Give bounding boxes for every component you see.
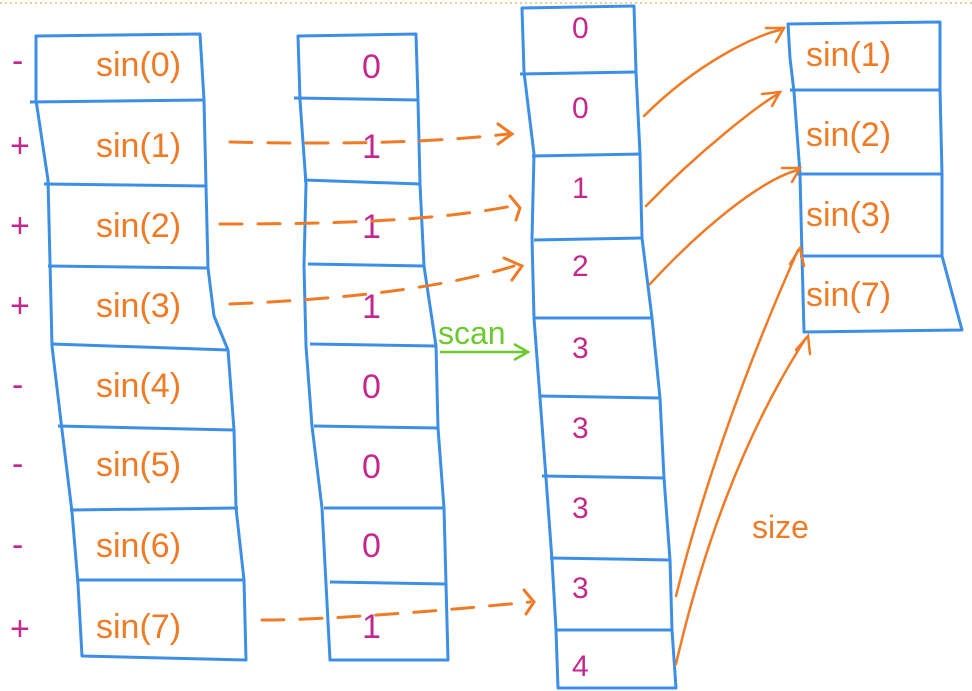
dashed-arrow-sin7: [260, 600, 532, 622]
flag-cell-7: 1: [362, 608, 381, 646]
flag-cell-6: 0: [362, 527, 381, 565]
output-cell-0: sin(1): [806, 36, 891, 74]
solid-arrow-to-out0-head: [764, 26, 787, 44]
sign-1: +: [10, 127, 30, 165]
flag-array-dividers: [293, 96, 447, 586]
input-array-dividers: [29, 98, 244, 582]
input-array-outline: [34, 32, 248, 662]
scan-cell-1: 0: [572, 92, 589, 125]
flag-cell-2: 1: [362, 208, 381, 246]
flag-cell-1: 1: [362, 128, 381, 166]
scan-cell-6: 3: [572, 492, 589, 525]
sign-0: -: [12, 42, 23, 80]
scan-arrow: scan: [438, 315, 531, 362]
dashed-arrow-sin7-head: [522, 588, 536, 616]
scan-array: 0 0 1 2 3 3 3 3 4: [519, 4, 678, 690]
dashed-arrow-sin1: [228, 132, 510, 145]
scan-label: scan: [438, 315, 506, 351]
flag-cell-4: 0: [362, 368, 381, 406]
scan-cell-7: 3: [572, 572, 589, 605]
sign-6: -: [12, 526, 23, 564]
solid-arrow-to-out2-head: [780, 166, 803, 184]
input-array: sin(0) sin(1) sin(2) sin(3) sin(4) sin(5…: [29, 32, 248, 662]
solid-arrow-to-out1: [644, 92, 780, 208]
output-array: sin(1) sin(2) sin(3) sin(7): [786, 20, 964, 334]
input-cell-0: sin(0): [96, 46, 181, 84]
input-cell-2: sin(2): [96, 207, 181, 245]
solid-arrow-to-size-head: [788, 244, 806, 268]
output-cell-1: sin(2): [806, 116, 891, 154]
solid-arrows: [642, 26, 812, 666]
dashed-arrow-sin3-head: [502, 256, 525, 282]
scan-cell-3: 2: [572, 250, 589, 283]
output-cell-2: sin(3): [806, 196, 891, 234]
flag-cell-3: 1: [362, 288, 381, 326]
input-cell-6: sin(6): [96, 527, 181, 565]
output-array-outline: [786, 20, 964, 334]
scan-arrow-head: [513, 342, 531, 362]
scan-cell-0: 0: [572, 12, 589, 45]
solid-arrow-to-out1-head: [760, 90, 783, 108]
solid-arrow-from-end-head: [794, 333, 812, 356]
solid-arrow-to-out0: [642, 28, 782, 118]
sign-5: -: [12, 445, 23, 483]
size-label: size: [752, 509, 809, 545]
scan-cell-8: 4: [572, 650, 589, 683]
scan-cell-2: 1: [572, 172, 589, 205]
scan-array-dividers: [519, 70, 672, 632]
input-cell-5: sin(5): [96, 446, 181, 484]
sign-2: +: [10, 207, 30, 245]
dashed-arrows: [218, 122, 536, 622]
input-cell-3: sin(3): [96, 287, 181, 325]
output-array-dividers: [790, 88, 942, 258]
scan-cell-5: 3: [572, 412, 589, 445]
scan-array-outline: [520, 4, 678, 690]
flag-cell-0: 0: [362, 48, 381, 86]
flag-cell-5: 0: [362, 448, 381, 486]
dashed-arrow-sin2-head: [508, 194, 522, 222]
input-cell-1: sin(1): [96, 127, 181, 165]
sign-column: - + + + - - - +: [10, 42, 30, 648]
scan-cell-4: 3: [572, 332, 589, 365]
sign-3: +: [10, 287, 30, 325]
output-cell-3: sin(7): [806, 276, 891, 314]
input-cell-7: sin(7): [96, 608, 181, 646]
solid-arrow-to-size: [674, 248, 800, 598]
input-cell-4: sin(4): [96, 367, 181, 405]
dashed-arrow-sin2: [218, 204, 514, 226]
dashed-arrow-sin1-head: [496, 122, 515, 146]
sign-4: -: [12, 366, 23, 404]
sign-7: +: [10, 610, 30, 648]
solid-arrow-to-out2: [648, 168, 800, 286]
solid-arrow-from-end: [674, 336, 808, 666]
flag-array: 0 1 1 1 0 0 0 1: [293, 32, 450, 662]
